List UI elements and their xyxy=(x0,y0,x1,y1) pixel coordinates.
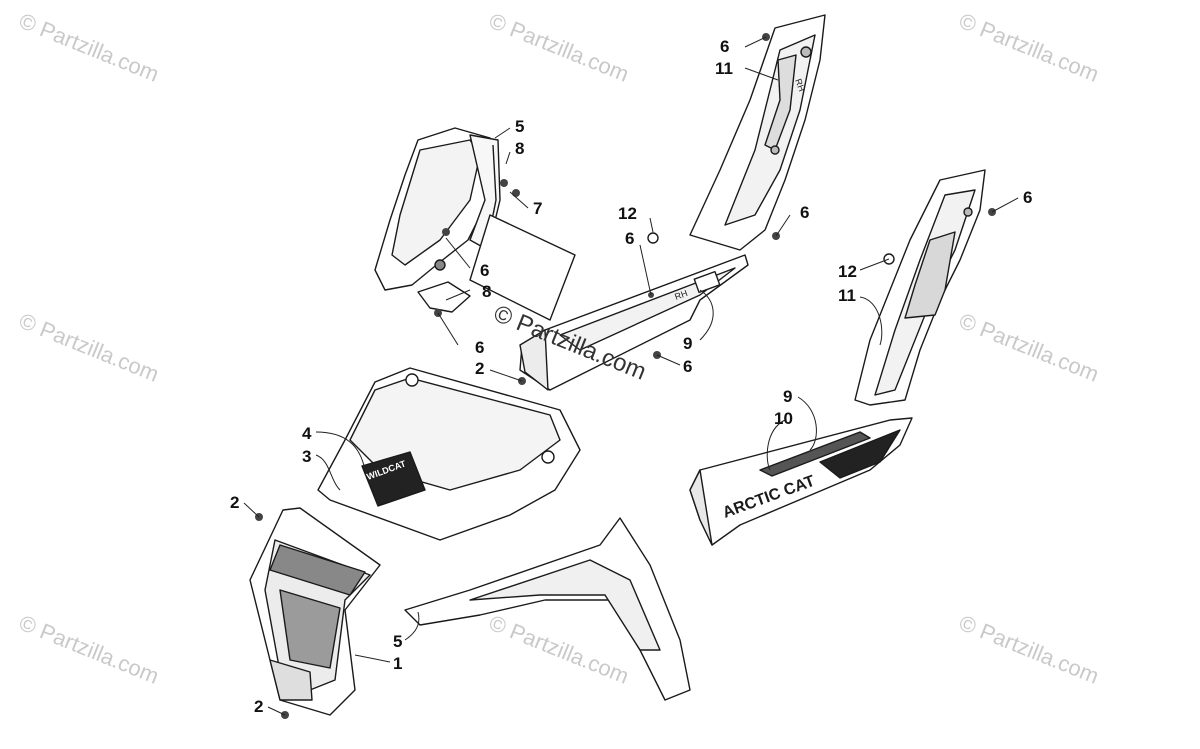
callout-8: 8 xyxy=(482,282,492,301)
callout-10: 10 xyxy=(774,409,793,428)
callout-6: 6 xyxy=(720,37,730,56)
side-rocker-panel: ARCTIC CAT xyxy=(689,417,913,546)
callout-1: 1 xyxy=(393,654,403,673)
callout-8: 8 xyxy=(515,139,525,158)
front-grille xyxy=(249,507,381,716)
bracket-clip xyxy=(434,259,446,271)
callout-2: 2 xyxy=(475,359,485,378)
mount-bracket xyxy=(417,281,471,313)
splash-panel xyxy=(469,214,576,321)
rh-floor-panel: RH xyxy=(519,254,749,391)
callout-6: 6 xyxy=(1023,188,1033,207)
callout-2: 2 xyxy=(230,493,240,512)
rh-mark: RH xyxy=(673,288,689,302)
callout-12: 12 xyxy=(838,262,857,281)
callout-6: 6 xyxy=(480,261,490,280)
callout-7: 7 xyxy=(533,199,543,218)
callout-6: 6 xyxy=(625,229,635,248)
hood: WILDCAT xyxy=(317,367,581,541)
callout-2: 2 xyxy=(254,697,264,716)
rh-mark: RH xyxy=(793,77,807,93)
callout-3: 3 xyxy=(302,447,312,466)
callout-9: 9 xyxy=(683,334,693,353)
left-inner-fender xyxy=(374,127,501,291)
lh-rear-side-panel xyxy=(854,169,986,406)
front-fender xyxy=(404,517,691,701)
callout-6: 6 xyxy=(475,338,485,357)
callout-11: 11 xyxy=(838,286,856,305)
callout-6: 6 xyxy=(800,203,810,222)
leader-lines xyxy=(243,36,1019,716)
callout-11: 11 xyxy=(715,59,733,78)
callout-6: 6 xyxy=(683,357,693,376)
washers xyxy=(647,232,895,265)
callout-4: 4 xyxy=(302,424,312,443)
rh-upper-rail: RH xyxy=(689,14,826,251)
callout-5: 5 xyxy=(515,117,525,136)
callout-9: 9 xyxy=(783,387,793,406)
callout-5: 5 xyxy=(393,632,403,651)
callout-12: 12 xyxy=(618,204,637,223)
